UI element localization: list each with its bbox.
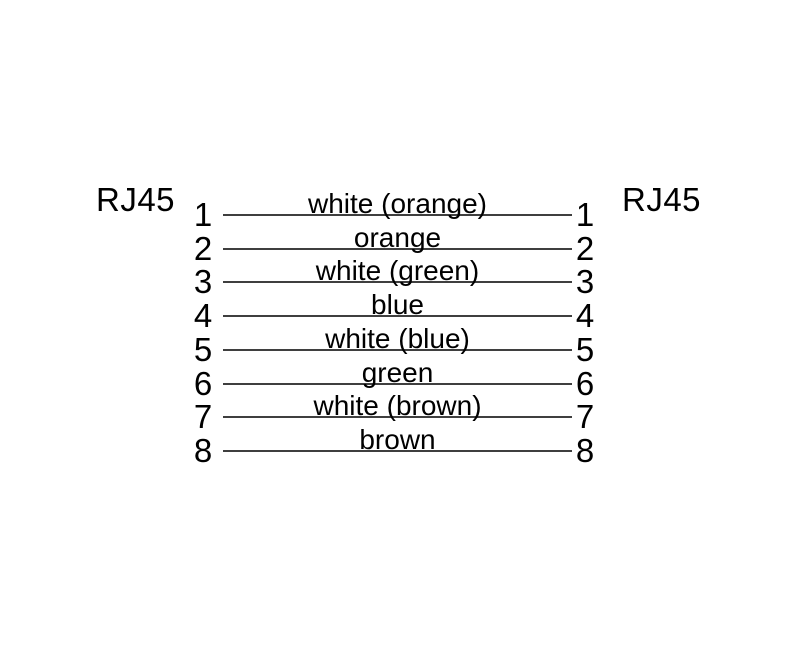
wire-color-label: orange xyxy=(353,221,442,253)
pin-number-left: 3 xyxy=(193,263,213,301)
wire-line xyxy=(223,281,572,284)
wire-color-label: white (orange) xyxy=(308,188,487,219)
pin-number-right: 3 xyxy=(575,263,595,301)
pin-number-left: 8 xyxy=(193,431,213,469)
pin-number-right: 2 xyxy=(575,229,595,267)
pin-number-left: 5 xyxy=(193,330,213,368)
pin-number-right: 4 xyxy=(575,297,595,335)
wire-line xyxy=(223,382,572,385)
pin-number-right: 7 xyxy=(575,398,595,436)
wire-line xyxy=(223,214,572,216)
wire-color-label: white (green) xyxy=(315,255,480,287)
pin-number-left: 1 xyxy=(193,196,213,233)
pin-number-left: 4 xyxy=(193,297,213,335)
wire-line xyxy=(223,247,572,250)
wire-line xyxy=(223,449,572,452)
wire-color-label: brown xyxy=(359,423,436,455)
wire-line xyxy=(223,348,572,351)
pin-number-right: 6 xyxy=(575,364,595,402)
pin-number-left: 7 xyxy=(193,398,213,436)
wire-color-label: green xyxy=(361,356,434,388)
left-connector-label: RJ45 xyxy=(96,181,176,218)
pin-number-right: 8 xyxy=(575,431,595,469)
right-connector-label: RJ45 xyxy=(622,181,702,218)
pin-number-right: 1 xyxy=(575,196,595,233)
wire-line xyxy=(223,416,572,419)
wire-color-label: blue xyxy=(371,289,424,321)
wire-color-label: white (brown) xyxy=(313,390,482,422)
wire-line xyxy=(223,315,572,318)
pin-number-right: 5 xyxy=(575,330,595,368)
wire-color-label: white (blue) xyxy=(325,322,470,354)
pin-number-left: 2 xyxy=(193,229,213,267)
pin-number-left: 6 xyxy=(193,364,213,402)
